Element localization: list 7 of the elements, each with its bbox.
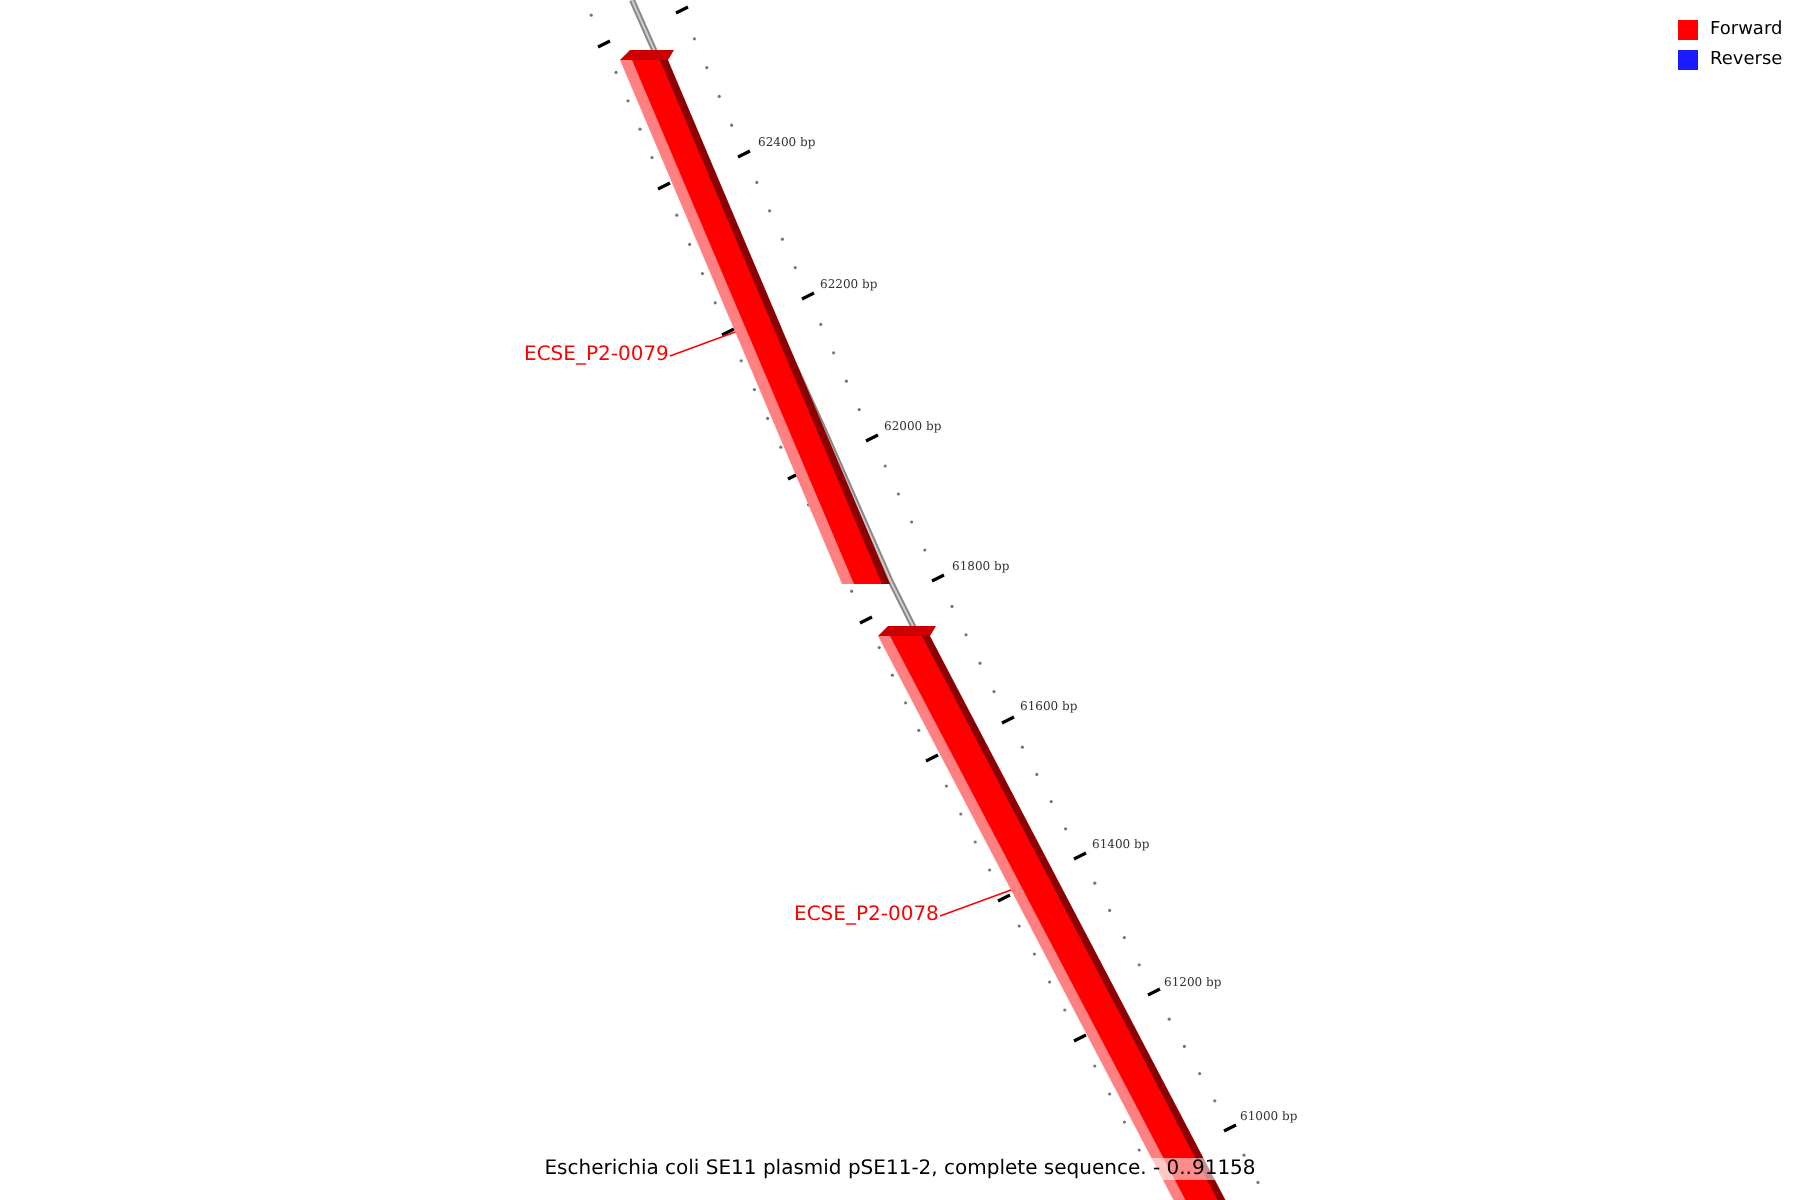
leader-line (939, 889, 1012, 917)
gene-label: ECSE_P2-0078 (794, 904, 939, 928)
legend-label: Forward (1710, 18, 1783, 42)
leader-line (669, 331, 737, 357)
gene-label: ECSE_P2-0079 (524, 344, 669, 368)
caption: Escherichia coli SE11 plasmid pSE11-2, complete sequence. - 0..91158 (544, 1158, 1256, 1180)
legend-label: Reverse (1710, 48, 1783, 72)
